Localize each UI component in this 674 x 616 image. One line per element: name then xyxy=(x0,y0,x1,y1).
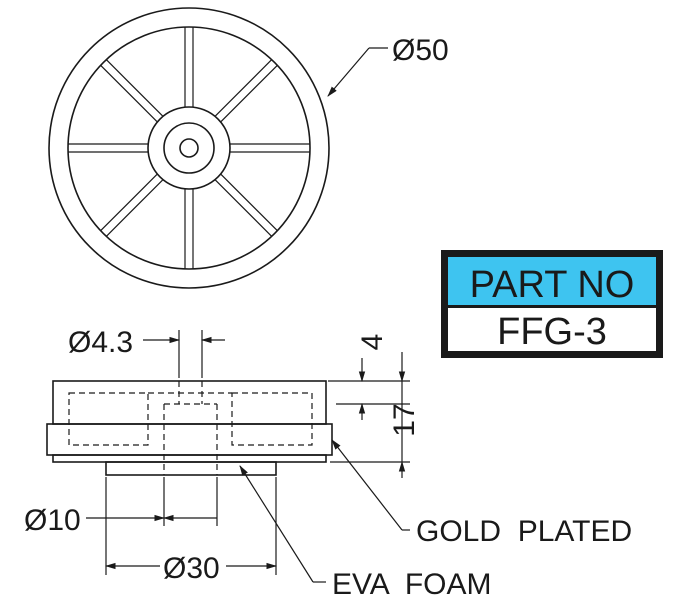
height-dimension: 17 xyxy=(330,352,421,478)
spoke-line xyxy=(105,179,164,237)
hole-diameter-dimension: Ø4.3 xyxy=(68,326,225,378)
outer-diameter-label: Ø50 xyxy=(392,34,449,67)
eva-foam-callout: EVA FOAM xyxy=(239,465,491,601)
foam-diameter-label: Ø30 xyxy=(163,552,220,585)
side-view xyxy=(46,380,333,476)
outer-diameter-leader: Ø50 xyxy=(327,34,449,97)
bottom-plate-outline xyxy=(52,454,327,463)
outer-rim-circle xyxy=(48,7,330,289)
part-number-header: PART NO xyxy=(470,264,635,306)
gold-plated-callout: GOLD PLATED xyxy=(331,439,632,548)
boss-diameter-dimension: Ø10 xyxy=(24,477,218,537)
spoke-line xyxy=(100,64,158,123)
top-view xyxy=(48,7,330,289)
spoke-line xyxy=(100,173,158,232)
spoke-line xyxy=(220,173,278,232)
eva-foam-label: EVA FOAM xyxy=(332,568,491,601)
part-number-value-cell xyxy=(448,308,656,351)
rim-flange-outline xyxy=(46,423,333,456)
height-label: 17 xyxy=(388,403,421,436)
spoke-line xyxy=(214,59,273,117)
inner-rim-circle xyxy=(67,26,311,270)
center-hole-circle xyxy=(179,138,199,158)
top-thickness-dimension: 4 xyxy=(328,334,410,420)
boss-diameter-label: Ø10 xyxy=(24,504,81,537)
hidden-lines xyxy=(68,381,313,475)
spoke-line xyxy=(105,59,164,117)
part-number-box: PART NO FFG-3 xyxy=(441,250,663,358)
spoke-line xyxy=(220,64,278,123)
wheel-spokes xyxy=(68,27,310,269)
hub-inner-circle xyxy=(163,122,215,174)
hub-outer-circle xyxy=(147,106,231,190)
spoke-line xyxy=(214,179,273,237)
hole-diameter-label: Ø4.3 xyxy=(68,326,133,359)
eva-foam-pad-outline xyxy=(105,461,277,476)
part-number-value: FFG-3 xyxy=(497,311,607,353)
top-thickness-label: 4 xyxy=(356,334,389,351)
gold-plated-label: GOLD PLATED xyxy=(416,515,632,548)
part-number-header-cell xyxy=(448,257,656,305)
foam-diameter-dimension: Ø30 xyxy=(104,477,278,585)
upper-body-outline xyxy=(52,380,327,425)
